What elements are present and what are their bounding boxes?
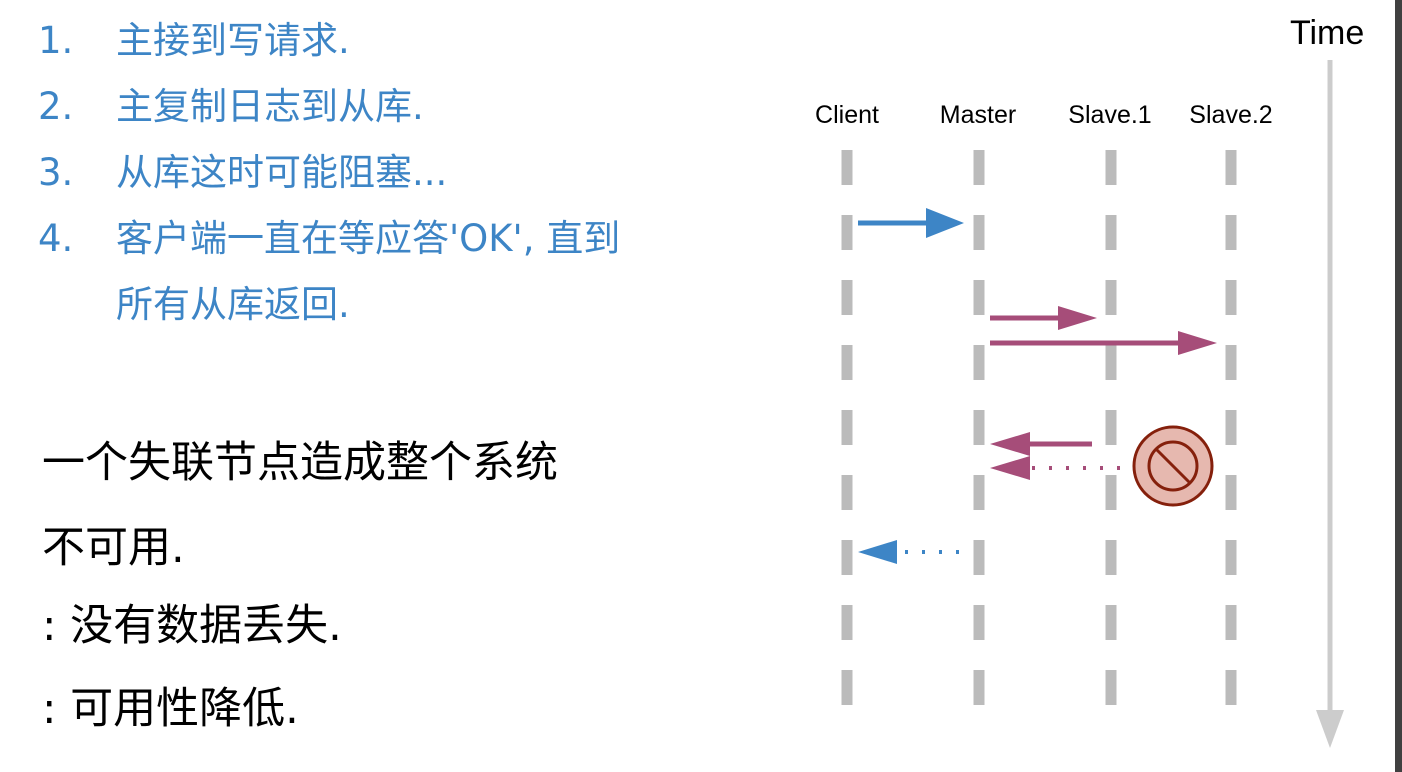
step-text: 客户端一直在等应答'OK', 直到 xyxy=(116,217,621,260)
ok-response-pending-arrow xyxy=(858,540,962,564)
conclusion-line-2: 不可用. xyxy=(42,523,185,573)
conclusion-line-1: 一个失联节点造成整个系统 xyxy=(42,438,558,488)
blocked-icon xyxy=(1132,425,1214,507)
step-number: 3. xyxy=(38,151,74,194)
slave2-pending-ack-arrow xyxy=(990,456,1160,480)
time-axis-arrow xyxy=(1316,60,1344,748)
participant-label-master: Master xyxy=(939,101,1017,129)
step-number: 1. xyxy=(38,19,74,62)
step-number: 2. xyxy=(38,85,74,128)
steps-list: 1. 主接到写请求. 2. 主复制日志到从库. 3. 从库这时可能阻塞... 4… xyxy=(0,0,800,340)
conclusion-line-3: : 没有数据丢失. xyxy=(42,601,342,651)
participant-label-slave2: Slave.2 xyxy=(1189,101,1273,129)
participant-label-client: Client xyxy=(815,101,879,129)
replicate-to-slave2-arrow xyxy=(990,331,1217,355)
participant-label-slave1: Slave.1 xyxy=(1068,101,1152,129)
step-text: 所有从库返回. xyxy=(116,283,350,326)
window-right-border xyxy=(1395,0,1402,772)
slave1-ack-arrow xyxy=(990,432,1092,456)
write-request-arrow xyxy=(858,208,964,238)
replicate-to-slave1-arrow xyxy=(990,306,1097,330)
step-text: 主接到写请求. xyxy=(116,19,350,62)
time-axis-label: Time xyxy=(1290,14,1365,52)
conclusion-line-4: : 可用性降低. xyxy=(42,684,299,734)
step-text: 从库这时可能阻塞... xyxy=(116,151,448,194)
step-text: 主复制日志到从库. xyxy=(116,85,424,128)
step-number: 4. xyxy=(38,217,74,260)
